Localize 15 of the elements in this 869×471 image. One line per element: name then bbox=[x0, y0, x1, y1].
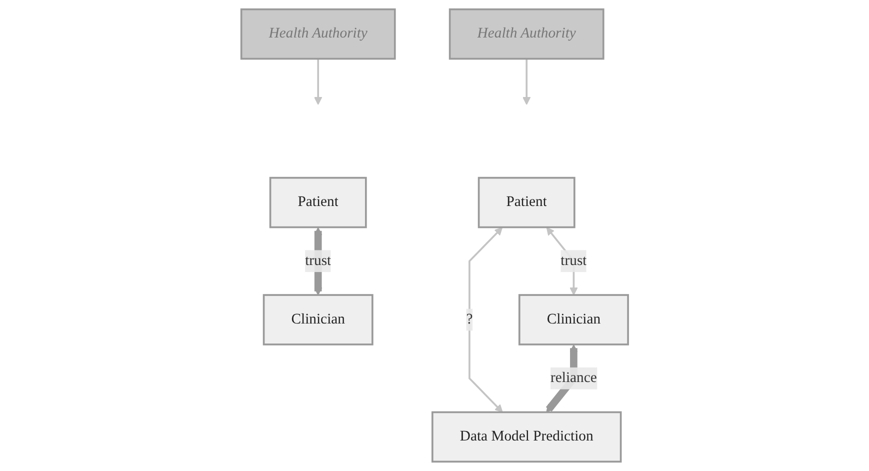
node-box bbox=[431, 411, 622, 463]
node-box bbox=[262, 294, 374, 346]
node-box bbox=[240, 8, 396, 60]
node-box bbox=[269, 176, 367, 228]
diagram: trust trust ? reliance Health Authority Patient Clinician Health Authority Patient Clinician Data Model Prediction bbox=[234, 2, 636, 469]
node-box bbox=[478, 176, 576, 228]
edge-label: trust bbox=[304, 252, 331, 268]
arrow bbox=[468, 227, 503, 413]
arrow bbox=[314, 58, 322, 105]
edge-label: reliance bbox=[550, 370, 597, 386]
arrow bbox=[522, 58, 530, 105]
edge-label: trust bbox=[560, 252, 587, 268]
edge-label: ? bbox=[466, 311, 473, 328]
node-box bbox=[518, 294, 629, 346]
node-box bbox=[448, 8, 604, 60]
